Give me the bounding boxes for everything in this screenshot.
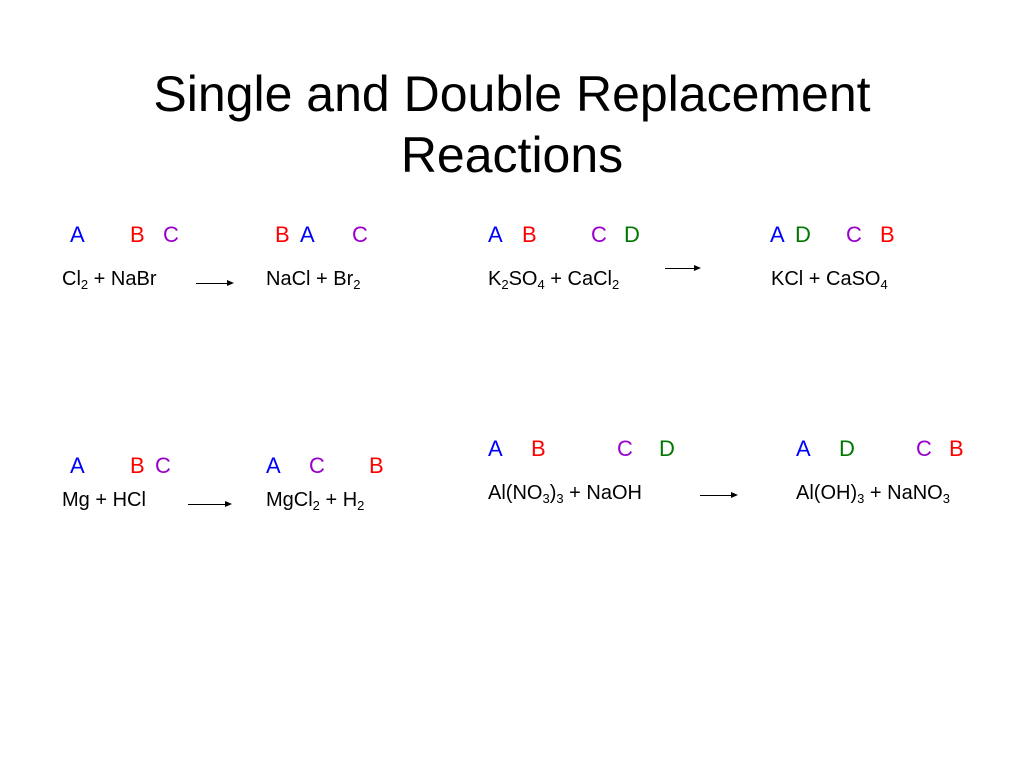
r2-prod-label-c: C (846, 222, 862, 247)
r2-products: KCl + CaSO4 (771, 268, 888, 292)
r3-prod-label-b: B (369, 453, 384, 478)
r1-products: NaCl + Br2 (266, 268, 361, 292)
r4-prod-label-b: B (949, 436, 964, 461)
r4-label-c: C (617, 436, 633, 461)
r4-label-d: D (659, 436, 675, 461)
r2-prod-label-b: B (880, 222, 895, 247)
r2-prod-label-a: A (770, 222, 785, 247)
slide-title: Single and Double Replacement Reactions (0, 64, 1024, 186)
r1-prod-label-a: A (300, 222, 315, 247)
slide-title-line1: Single and Double Replacement (153, 65, 871, 122)
r3-arrow-icon (188, 501, 232, 507)
r2-arrow-icon (665, 265, 701, 271)
r3-reactants: Mg + HCl (62, 489, 146, 511)
r2-label-d: D (624, 222, 640, 247)
r4-products: Al(OH)3 + NaNO3 (796, 482, 950, 506)
r4-label-b: B (531, 436, 546, 461)
r1-reactants: Cl2 + NaBr (62, 268, 157, 292)
r3-prod-label-c: C (309, 453, 325, 478)
slide-title-line2: Reactions (400, 126, 624, 183)
r3-label-c: C (155, 453, 171, 478)
r4-reactants: Al(NO3)3 + NaOH (488, 482, 642, 506)
r4-prod-label-d: D (839, 436, 855, 461)
r2-label-c: C (591, 222, 607, 247)
r4-arrow-icon (700, 492, 738, 498)
r1-prod-label-c: C (352, 222, 368, 247)
r1-label-a: A (70, 222, 85, 247)
r2-label-b: B (522, 222, 537, 247)
r4-prod-label-c: C (916, 436, 932, 461)
r2-reactants: K2SO4 + CaCl2 (488, 268, 620, 292)
r3-prod-label-a: A (266, 453, 281, 478)
r3-label-a: A (70, 453, 85, 478)
r3-products: MgCl2 + H2 (266, 489, 365, 513)
r3-label-b: B (130, 453, 145, 478)
r2-label-a: A (488, 222, 503, 247)
r1-label-b: B (130, 222, 145, 247)
r1-label-c: C (163, 222, 179, 247)
r2-prod-label-d: D (795, 222, 811, 247)
r1-arrow-icon (196, 280, 234, 286)
r4-label-a: A (488, 436, 503, 461)
r1-prod-label-b: B (275, 222, 290, 247)
r4-prod-label-a: A (796, 436, 811, 461)
